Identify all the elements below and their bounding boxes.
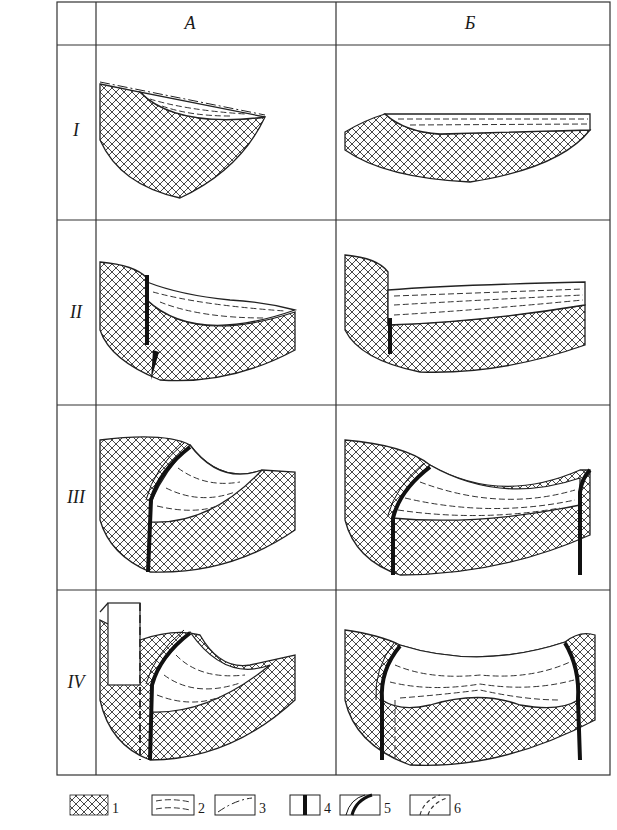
basin-section	[140, 92, 265, 120]
basin-section	[178, 468, 240, 483]
legend-samples	[290, 795, 320, 815]
legend-samples	[420, 795, 447, 815]
basin-section	[139, 603, 141, 760]
legend-samples	[215, 795, 255, 815]
column-header: А	[185, 14, 196, 32]
table-grid	[57, 404, 610, 405]
table-grid	[95, 2, 96, 775]
basin-section	[345, 630, 595, 765]
basin-section	[345, 114, 590, 182]
basin-section	[394, 289, 583, 296]
basin-section	[400, 690, 560, 700]
legend-samples	[218, 798, 252, 812]
legend-number: 4	[324, 802, 331, 816]
basin-section	[100, 82, 265, 115]
basin-section	[382, 646, 400, 760]
basin-section	[100, 603, 108, 612]
legend-samples	[152, 795, 194, 815]
table-grid	[57, 44, 610, 45]
column-header: Б	[465, 14, 476, 32]
basin-section	[345, 255, 585, 372]
basin-section	[565, 643, 580, 760]
basin-section	[394, 700, 395, 760]
basin-section	[157, 505, 220, 510]
basin-section	[150, 633, 190, 760]
basin-section	[151, 350, 159, 380]
basin-section	[176, 655, 245, 676]
row-number: IV	[68, 673, 85, 691]
basin-section	[100, 84, 265, 198]
row-number: II	[70, 303, 82, 321]
basin-section	[164, 675, 240, 689]
table-grid	[335, 2, 336, 775]
basin-section	[388, 463, 424, 515]
row-number: III	[67, 488, 85, 506]
basin-section	[150, 445, 262, 522]
legend-samples	[303, 795, 307, 815]
legend-samples	[410, 795, 450, 815]
legend-samples	[346, 795, 365, 815]
basin-section	[388, 318, 392, 354]
basin-section	[398, 119, 588, 120]
basin-section	[162, 106, 230, 116]
basin-section	[148, 447, 190, 572]
basin-section	[145, 275, 149, 345]
basin-section	[100, 262, 295, 381]
basin-section	[420, 482, 575, 499]
basin-section	[160, 302, 265, 318]
legend-number: 5	[384, 802, 391, 816]
basin-section	[390, 680, 574, 688]
basin-section	[147, 282, 295, 325]
basin-section	[345, 440, 590, 575]
legend-number: 1	[112, 802, 119, 816]
basin-section	[157, 695, 220, 702]
basin-section	[376, 643, 394, 700]
row-number: I	[73, 121, 79, 139]
legend-number: 2	[198, 802, 205, 816]
basin-section	[398, 508, 560, 516]
basin-section	[394, 300, 583, 315]
basin-section	[405, 498, 575, 509]
basin-section	[100, 82, 265, 198]
basin-section	[152, 632, 270, 712]
legend-number: 3	[259, 802, 266, 816]
basin-section	[100, 262, 295, 381]
basin-section	[345, 630, 595, 765]
table-grid	[57, 219, 610, 220]
table-grid	[57, 589, 610, 590]
basin-section	[388, 282, 585, 325]
table-grid	[57, 2, 610, 775]
legend-samples	[156, 800, 190, 810]
basin-section	[108, 603, 140, 685]
basin-section	[395, 662, 570, 676]
basin-section	[382, 642, 578, 708]
basin-section	[146, 443, 184, 500]
basin-section	[153, 292, 285, 311]
basin-section	[345, 440, 590, 575]
basin-section	[580, 470, 590, 575]
legend-samples	[70, 795, 108, 815]
basin-section	[100, 437, 295, 572]
table-grid	[57, 2, 610, 775]
basin-section	[100, 603, 295, 760]
basin-section	[345, 114, 590, 182]
basin-section	[345, 255, 585, 372]
legend-samples	[340, 795, 380, 815]
basin-section	[385, 114, 590, 134]
legend-number: 6	[454, 802, 461, 816]
legend-samples	[70, 795, 450, 815]
basin-section	[166, 488, 235, 498]
basin-section	[146, 630, 184, 684]
basin-section	[394, 295, 583, 305]
legend-samples	[352, 795, 372, 815]
basin-section	[393, 467, 430, 575]
basin-section	[100, 437, 295, 572]
basin-section	[410, 124, 588, 125]
